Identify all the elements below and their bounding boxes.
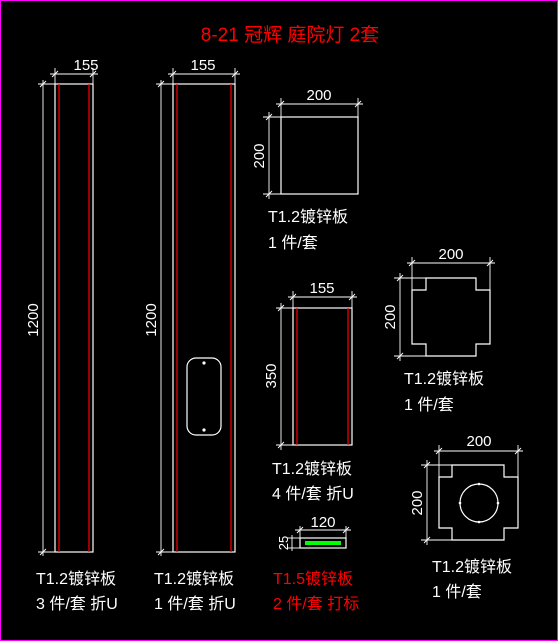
part-6-outline <box>411 277 491 357</box>
part-3-outline <box>280 116 359 195</box>
part-3-material: T1.2镀锌板 <box>268 208 348 226</box>
drawing-title: 8-21 冠辉 庭院灯 2套 <box>201 24 379 46</box>
part-3-qty: 1 件/套 <box>268 234 318 252</box>
part-5-material: T1.5镀锌板 <box>273 570 353 588</box>
part-7-outline <box>438 464 519 541</box>
part-4-material: T1.2镀锌板 <box>272 460 352 478</box>
part-6-notched-plate: 200 200 T1.2镀锌板 1 件/套 <box>382 246 495 414</box>
part-4-height: 350 <box>263 363 280 388</box>
part-4-width: 155 <box>309 280 334 297</box>
part-6-qty: 1 件/套 <box>404 396 454 414</box>
part-7-width: 200 <box>466 433 491 450</box>
part-2-screw-hole-top <box>202 361 206 365</box>
part-6-material: T1.2镀锌板 <box>404 370 484 388</box>
part-3-width: 200 <box>306 87 331 104</box>
part-2-qty: 1 件/套 折U <box>154 595 236 613</box>
part-5-tag-plate: 120 25 T1.5镀锌板 2 件/套 打标 <box>273 514 359 613</box>
part-7-qty: 1 件/套 <box>432 583 482 601</box>
part-3-height: 200 <box>251 143 268 168</box>
part-2-screw-hole-bottom <box>202 428 206 432</box>
part-1-long-channel: 155 1200 T1.2镀锌板 3 件/套 折U <box>25 57 118 613</box>
part-5-height: 25 <box>276 536 291 550</box>
part-1-height: 1200 <box>25 303 42 336</box>
part-7-height: 200 <box>409 490 426 515</box>
part-5-width: 120 <box>310 514 335 531</box>
part-2-material: T1.2镀锌板 <box>154 570 234 588</box>
part-4-qty: 4 件/套 折U <box>272 485 354 503</box>
part-1-width: 155 <box>73 57 98 74</box>
part-2-height: 1200 <box>143 303 160 336</box>
part-6-height: 200 <box>382 304 399 329</box>
part-7-notched-plate-hole: 200 200 T1.2镀锌板 1 件/套 <box>409 433 523 601</box>
part-5-marking-area <box>305 541 341 545</box>
part-4-outline <box>292 307 353 446</box>
part-1-qty: 3 件/套 折U <box>36 595 118 613</box>
part-6-width: 200 <box>438 246 463 263</box>
part-2-outline <box>172 83 236 553</box>
part-2-width: 155 <box>190 57 215 74</box>
part-1-outline <box>54 83 94 553</box>
part-7-material: T1.2镀锌板 <box>432 558 512 576</box>
part-1-material: T1.2镀锌板 <box>36 570 116 588</box>
part-4-short-channel: 155 350 T1.2镀锌板 4 件/套 折U <box>263 280 357 503</box>
part-5-qty: 2 件/套 打标 <box>273 595 359 613</box>
part-3-square-plate: 200 200 T1.2镀锌板 1 件/套 <box>251 87 363 252</box>
part-2-door-cutout <box>186 357 222 436</box>
part-2-long-channel-door: 155 1200 T1.2镀锌板 1 件/套 折U <box>143 57 240 613</box>
part-7-round-hole <box>459 483 499 523</box>
part-5-outline <box>299 537 347 549</box>
